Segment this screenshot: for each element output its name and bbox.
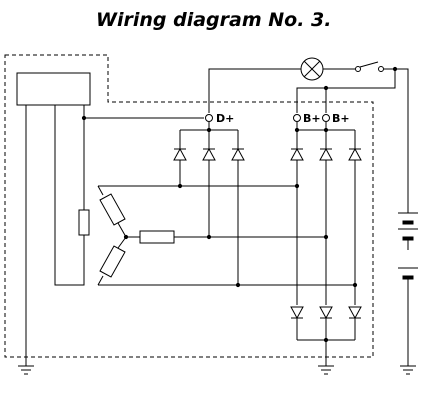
junction-dot: [206, 234, 212, 240]
stator-winding-icon: [126, 230, 175, 244]
ground-icon: [400, 365, 416, 375]
diode-icon: [319, 130, 333, 305]
d-plus-to-lamp-wire: [208, 68, 301, 113]
star-point: [123, 234, 129, 240]
ground-icon: [18, 365, 34, 375]
diode-icon: [290, 130, 304, 305]
alternator-housing-outline: [4, 54, 374, 358]
b-plus-terminal-1: [293, 114, 301, 122]
b-plus-label-2: B+: [332, 112, 350, 125]
junction-dot: [294, 183, 300, 189]
ignition-switch-icon: [355, 61, 384, 72]
diode-icon: [348, 130, 362, 305]
stator-winding-icon: [97, 185, 127, 238]
battery-icon: [398, 212, 418, 280]
diagram-title: Wiring diagram No. 3.: [96, 9, 331, 31]
resistor-icon: [78, 209, 90, 236]
ground-icon: [318, 365, 334, 375]
regulator-wire-left: [54, 105, 85, 286]
b-plus-label-1: B+: [303, 112, 321, 125]
diode-icon: [319, 306, 333, 340]
warning-lamp-icon: [300, 57, 324, 81]
junction-dot: [235, 282, 241, 288]
b-plus-to-switch-wire: [296, 69, 396, 113]
junction-dot: [323, 234, 329, 240]
diode-icon: [173, 130, 187, 186]
junction-dot: [81, 115, 87, 121]
d-plus-label: D+: [216, 112, 234, 125]
junction-dot: [392, 66, 398, 72]
diode-icon: [202, 130, 216, 237]
switch-to-battery-wire: [384, 68, 409, 213]
junction-dot: [352, 282, 358, 288]
diode-icon: [231, 130, 245, 285]
d-plus-terminal: [205, 114, 213, 122]
b-plus-terminal-2: [322, 114, 330, 122]
diode-icon: [348, 306, 362, 340]
voltage-regulator-icon: [16, 72, 91, 106]
stator-winding-icon: [97, 236, 127, 286]
diode-icon: [290, 306, 304, 340]
junction-dot: [323, 85, 329, 91]
junction-dot: [177, 183, 183, 189]
